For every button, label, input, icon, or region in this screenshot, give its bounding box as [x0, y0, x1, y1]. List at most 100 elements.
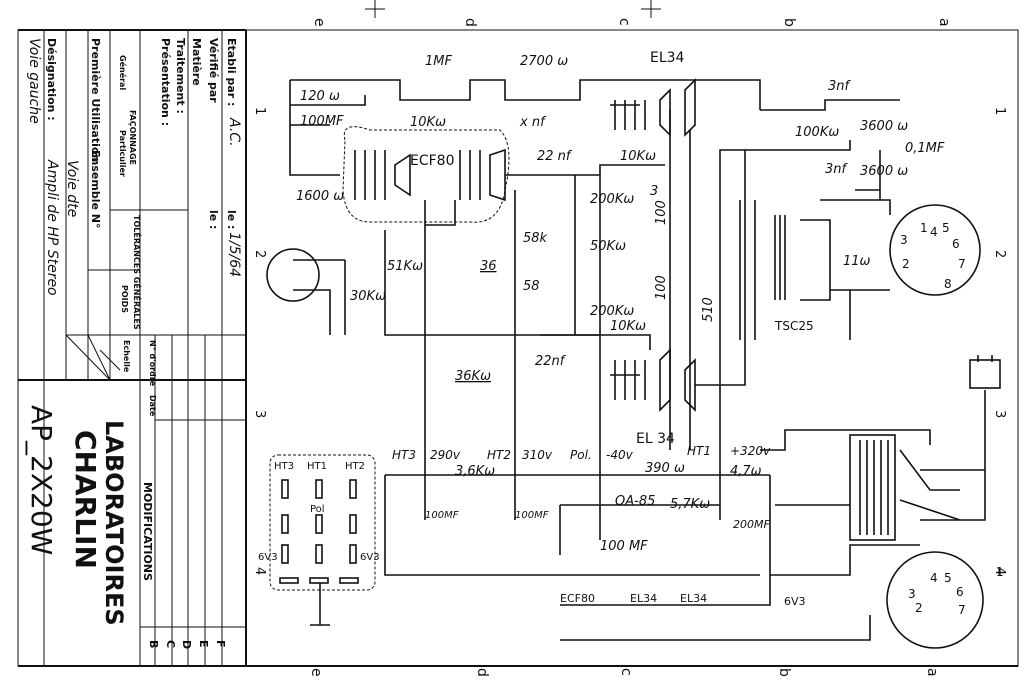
label-r-390: 390 ω: [645, 461, 685, 476]
label-c-22nf-bot: 22nf: [535, 354, 567, 369]
label-r-3: 3: [650, 184, 658, 199]
label-r-4-7: 4,7ω: [730, 464, 762, 479]
in-pin-1: 1: [996, 565, 1004, 579]
grid-left-4: 4: [252, 567, 267, 575]
label-r-200k-a: 200Kω: [590, 192, 634, 207]
ensemble-label: Ensemble N°: [89, 150, 102, 228]
label-tube-oa85: OA-85: [615, 494, 655, 509]
grid-bottom-b: b: [776, 668, 792, 677]
label-r-3600-b: 3600 ω: [860, 164, 908, 179]
designation-value-2: Voie gauche: [26, 38, 42, 124]
label-c-100mf-b: 100MF: [515, 510, 549, 521]
label-c-22nf-top: 22 nf: [537, 149, 573, 164]
label-r-1600: 1600 ω: [296, 189, 344, 204]
legend-left-6v3: 6V3: [258, 552, 278, 563]
matiere-label: Matière: [190, 38, 203, 86]
in-pin-3: 3: [908, 587, 916, 601]
label-c-xnf: x nf: [519, 115, 547, 130]
out-pin-8: 8: [944, 277, 952, 291]
label-r-58-b: 58: [523, 279, 540, 294]
label-c-100mf-cath: 100MF: [300, 114, 344, 129]
registration-cross-right: [641, 0, 661, 18]
in-pin-5: 5: [944, 571, 952, 585]
rev-letter-f: F: [214, 640, 227, 648]
verifie-label: Vérifié par: [207, 38, 220, 103]
no-ordre-label: N° d'ordre: [148, 340, 157, 387]
out-pin-3: 3: [900, 233, 908, 247]
grid-top-e: e: [311, 18, 327, 27]
legend-right-6v3: 6V3: [360, 552, 380, 563]
label-r-11: 11ω: [843, 254, 871, 269]
grid-top-d: d: [462, 18, 478, 27]
out-pin-2: 2: [902, 257, 910, 271]
out-pin-1: 1: [920, 221, 928, 235]
power-socket: [886, 551, 984, 649]
legend-ht3: HT3: [274, 461, 294, 472]
rail-ht3-label: HT3: [392, 448, 416, 462]
label-r-3-6k: 3,6Kω: [455, 464, 495, 479]
grid-left-2: 2: [252, 250, 267, 258]
label-r-510: 510: [701, 297, 716, 322]
label-r-5-7k: 5,7Kω: [670, 497, 710, 512]
designation-value-3: Voie dte: [64, 160, 80, 217]
rail-ht2-volt: 310v: [522, 448, 553, 462]
poids-label: POIDS: [120, 285, 129, 313]
output-socket: [889, 204, 981, 296]
label-filament-el34-a: EL34: [630, 592, 657, 605]
date-label: Date: [148, 395, 157, 417]
label-r-100-b: 100: [654, 275, 669, 300]
label-filament-ecf80: ECF80: [560, 592, 595, 605]
tolerances-label: TOLÉRANCES GÉNÉRALES: [132, 215, 143, 330]
legend-pins: [279, 479, 359, 626]
grid-top-a: a: [936, 18, 952, 27]
rail-ht2-label: HT2: [487, 448, 511, 462]
rail-ht3-volt: 290v: [430, 448, 461, 462]
rev-letter-c: C: [164, 640, 177, 648]
grid-top-b: b: [781, 18, 797, 27]
premiere-util-label: Première Utilisation: [89, 38, 102, 162]
label-r-3600-a: 3600 ω: [860, 119, 908, 134]
grid-bottom-a: a: [924, 668, 940, 677]
label-transformer-tsc25: TSC25: [774, 319, 814, 333]
rail-pol-volt: -40v: [606, 448, 634, 462]
particulier-label: Particulier: [118, 130, 127, 177]
faconnage-label: FAÇONNAGE: [128, 110, 137, 165]
label-r-36-pot: 36: [480, 259, 497, 274]
etabli-value: A.C.: [226, 117, 242, 147]
designation-value-1: Ampli de HP Stereo: [44, 159, 60, 296]
verifie-date-label: le :: [207, 210, 220, 229]
rev-letter-b: B: [147, 640, 160, 648]
label-c-200mf: 200MF: [733, 518, 770, 531]
designation-label: Désignation :: [45, 38, 58, 121]
label-c-100mf-c: 100 MF: [600, 539, 648, 554]
grid-top-c: c: [616, 18, 632, 26]
circuit-wiring: [266, 78, 1001, 649]
drawing-number: AP_2X20W: [25, 405, 58, 555]
grid-right-2: 2: [992, 250, 1007, 258]
out-pin-6: 6: [952, 237, 960, 251]
grid-bottom-e: e: [308, 668, 324, 677]
label-filament-el34-b: EL34: [680, 592, 707, 605]
in-pin-4: 4: [930, 571, 938, 585]
traitement-label: Traitement :: [174, 38, 187, 114]
rail-pol-label: Pol.: [570, 448, 592, 462]
label-r-100-a: 100: [654, 200, 669, 225]
label-r-2700: 2700 ω: [520, 54, 568, 69]
label-r-120: 120 ω: [300, 89, 340, 104]
label-r-30k: 30Kω: [350, 289, 386, 304]
rail-ht1-label: HT1: [687, 444, 711, 458]
legend-ht1: HT1: [307, 461, 327, 472]
ecf80-envelope: [342, 126, 510, 223]
grid-left-3: 3: [252, 410, 267, 418]
etabli-date-value: 1/5/64: [226, 232, 242, 277]
label-r-58k-a: 58k: [523, 231, 548, 246]
label-r-200k-b: 200Kω: [590, 304, 634, 319]
lab-name-line2: CHARLIN: [69, 430, 102, 569]
etabli-date-label: le :: [225, 210, 238, 229]
label-r-51k: 51Kω: [387, 259, 423, 274]
grid-right-4: 4: [992, 567, 1007, 575]
title-block: Etabli par : Vérifié par Matière Traitem…: [18, 30, 246, 666]
label-tube-ecf80: ECF80: [410, 153, 455, 169]
echelle-label: Echelle: [122, 340, 131, 373]
